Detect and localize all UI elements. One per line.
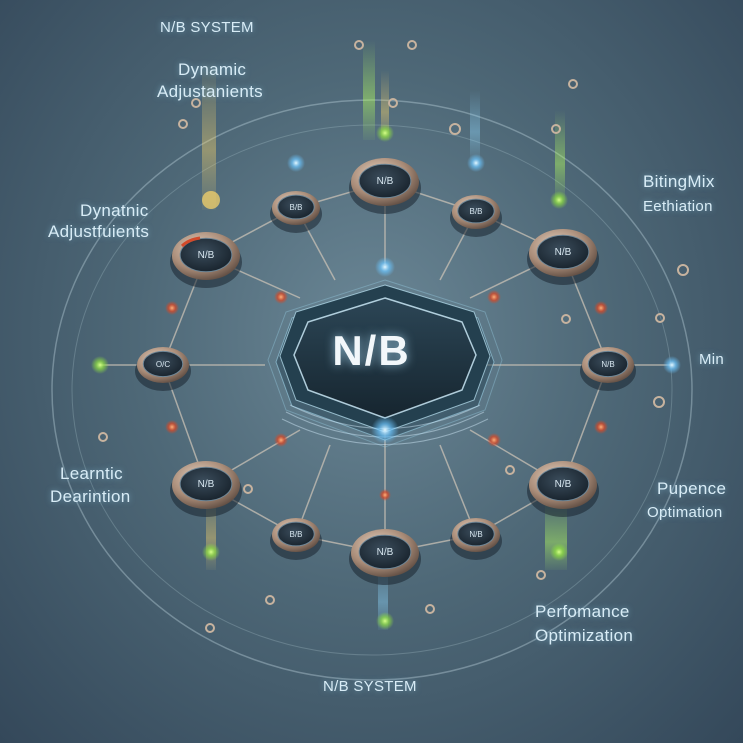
satellite-ring — [536, 570, 546, 580]
satellite-ring — [505, 465, 515, 475]
node-face — [536, 234, 590, 270]
node-n12: N/B — [349, 529, 421, 585]
connector-dot — [594, 301, 608, 315]
bottom-title: N/B SYSTEM — [323, 678, 417, 695]
left-label-line2: Adjustfuients — [48, 222, 150, 241]
glow-light — [202, 543, 220, 561]
node-n3: B/B — [450, 195, 502, 237]
node-label: B/B — [470, 207, 483, 216]
glow-light — [663, 356, 681, 374]
satellite-ring — [561, 314, 571, 324]
node-label: N/B — [377, 547, 394, 558]
hub-label: N/B — [332, 327, 411, 374]
satellite-ring — [388, 98, 398, 108]
node-group: N/B B/B B/B N/B N/B O/C N/B N/B N/B B/B N/B N/B — [135, 158, 636, 585]
satellite-ring — [191, 98, 201, 108]
satellite-ring — [205, 623, 215, 633]
glow-light — [91, 356, 109, 374]
glow-light — [550, 191, 568, 209]
node-n2: B/B — [270, 191, 322, 233]
connector-dot — [594, 420, 608, 434]
node-face — [358, 163, 412, 199]
glow-light — [376, 124, 394, 142]
node-label: N/B — [469, 530, 482, 539]
satellite-ring — [551, 124, 561, 134]
right-top-label-line2: Eethiation — [643, 198, 713, 215]
satellite-ring — [677, 264, 689, 276]
connector-dot — [165, 420, 179, 434]
node-n5: N/B — [527, 229, 599, 285]
node-n11: N/B — [450, 518, 502, 560]
node-face — [277, 521, 315, 547]
top-left-label-line2: Adjustanients — [157, 82, 263, 101]
right-bottom-label-line2: Optimation — [647, 504, 723, 521]
satellite-ring — [653, 396, 665, 408]
node-n6: O/C — [135, 347, 191, 391]
glow-light — [376, 612, 394, 630]
right-bottom-label-line1: Pupence — [657, 479, 727, 498]
node-label: B/B — [290, 203, 303, 212]
glow-light — [287, 154, 305, 172]
node-label: N/B — [555, 479, 572, 490]
satellite-ring — [354, 40, 364, 50]
node-label: N/B — [377, 176, 394, 187]
satellite-rings — [98, 40, 689, 633]
node-face — [587, 350, 629, 378]
connector-dot — [274, 290, 288, 304]
node-label: O/C — [156, 360, 170, 369]
connector-dot — [274, 433, 288, 447]
left-label-line1: Dynatnic — [80, 201, 149, 220]
right-mid-label: Min — [699, 351, 725, 368]
top-title: N/B SYSTEM — [160, 19, 254, 36]
satellite-ring — [425, 604, 435, 614]
satellite-ring — [178, 119, 188, 129]
glow-light — [202, 191, 220, 209]
connector-dot — [379, 489, 391, 501]
connector-dot — [487, 433, 501, 447]
connector-dots — [165, 290, 608, 501]
connector-dot — [165, 301, 179, 315]
node-label: N/B — [601, 360, 614, 369]
node-n8: N/B — [170, 461, 242, 517]
node-face — [179, 237, 233, 273]
node-n4: N/B — [170, 232, 242, 288]
satellite-ring — [243, 484, 253, 494]
left-bottom-label-line1: Learntic — [60, 464, 123, 483]
node-label: N/B — [198, 250, 215, 261]
node-n9: N/B — [527, 461, 599, 517]
node-label: B/B — [290, 530, 303, 539]
node-label: N/B — [198, 479, 215, 490]
node-n1: N/B — [349, 158, 421, 214]
connector-dot — [487, 290, 501, 304]
node-face — [142, 350, 184, 378]
satellite-ring — [449, 123, 461, 135]
node-face — [358, 534, 412, 570]
node-face — [179, 466, 233, 502]
node-face — [457, 198, 495, 224]
left-bottom-label-line2: Dearintion — [50, 487, 131, 506]
satellite-ring — [407, 40, 417, 50]
glow-lights — [91, 124, 681, 630]
satellite-ring — [98, 432, 108, 442]
bottom-right-label-line1: Perfomance — [535, 602, 630, 621]
node-face — [457, 521, 495, 547]
top-left-label-line1: Dynamic — [178, 60, 247, 79]
node-accent-arc — [180, 236, 201, 248]
glow-light — [467, 154, 485, 172]
node-face — [277, 194, 315, 220]
satellite-ring — [568, 79, 578, 89]
satellite-ring — [265, 595, 275, 605]
central-hub — [267, 257, 503, 448]
glow-light — [550, 543, 568, 561]
satellite-ring — [655, 313, 665, 323]
node-label: N/B — [555, 247, 572, 258]
right-top-label-line1: BitingMix — [643, 172, 715, 191]
node-face — [536, 466, 590, 502]
node-n7: N/B — [580, 347, 636, 391]
node-n10: B/B — [270, 518, 322, 560]
bottom-right-label-line2: Optimization — [535, 626, 634, 645]
